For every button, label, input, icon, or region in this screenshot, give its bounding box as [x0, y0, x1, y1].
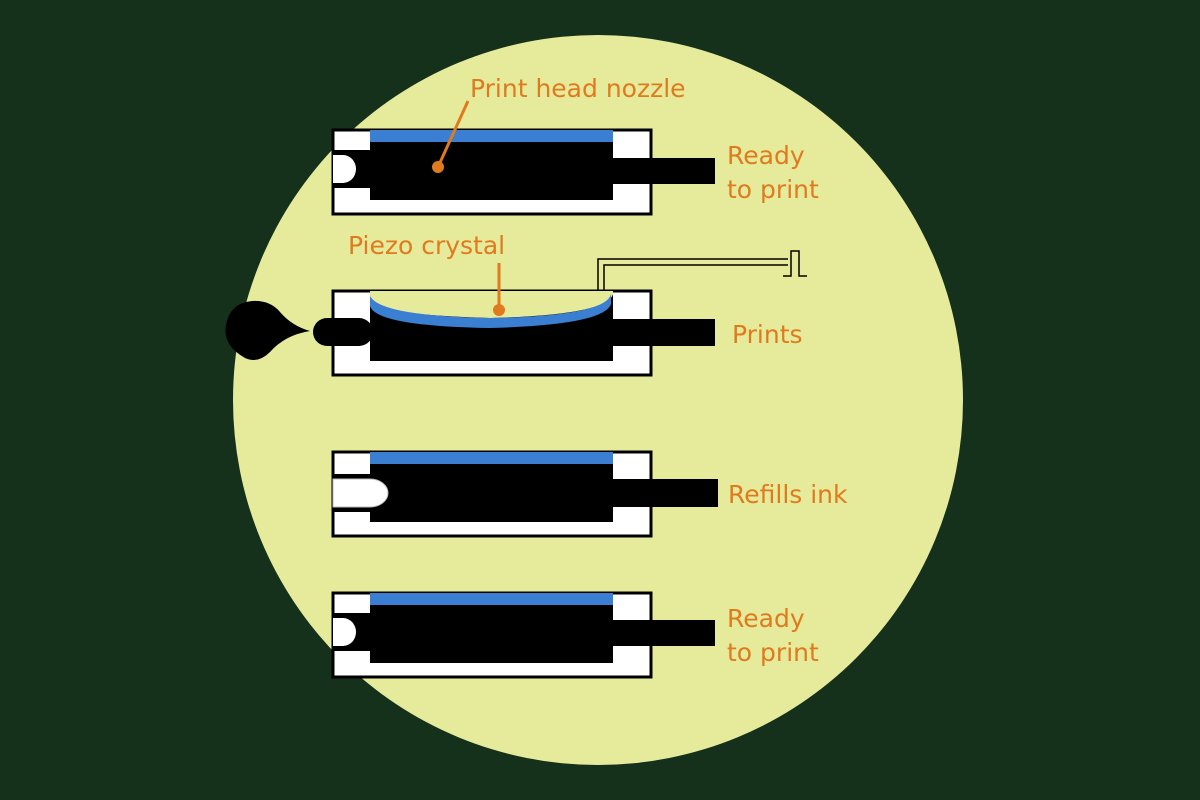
ink-droplet-icon: [225, 300, 310, 360]
nozzle-meniscus: [333, 618, 356, 646]
piezo-crystal: [370, 130, 613, 142]
highlight-disc: [233, 35, 963, 765]
nozzle-callout: Print head nozzle: [432, 74, 686, 173]
callout-dot: [493, 304, 505, 316]
crystal-callout: Piezo crystal: [348, 231, 505, 316]
nozzle-meniscus: [333, 155, 356, 183]
voltage-pulse-icon: [783, 250, 807, 277]
ink-feed-tube: [610, 479, 718, 507]
printhead-stage-1: [331, 128, 715, 216]
nozzle-ink-jet: [313, 318, 373, 346]
nozzle-air-bubble: [332, 478, 389, 508]
printhead-stage-4: [331, 591, 715, 679]
crystal-annotation: Piezo crystal: [348, 231, 505, 260]
piezo-crystal-flexed: [370, 294, 611, 328]
piezo-crystal: [370, 593, 613, 605]
nozzle-annotation: Print head nozzle: [470, 74, 686, 103]
electrode-wire: [597, 258, 788, 291]
stage-1-label-line1: Ready: [727, 141, 805, 170]
stage-4-label-line2: to print: [727, 638, 819, 667]
piezo-crystal: [370, 452, 613, 464]
chamber-top-gap: [370, 291, 613, 318]
ink-feed-tube: [610, 620, 715, 646]
stage-3-label: Refills ink: [728, 480, 848, 509]
printhead-stage-3: [331, 450, 718, 538]
stage-1-label-line2: to print: [727, 175, 819, 204]
ink-feed-tube: [610, 158, 715, 184]
stage-4-label-line1: Ready: [727, 604, 805, 633]
stage-2-label: Prints: [732, 320, 803, 349]
electrode-wire: [603, 264, 788, 291]
callout-dot: [432, 161, 444, 173]
callout-line: [436, 100, 470, 168]
printhead-stage-2: [225, 250, 807, 377]
ink-feed-tube: [610, 319, 715, 346]
